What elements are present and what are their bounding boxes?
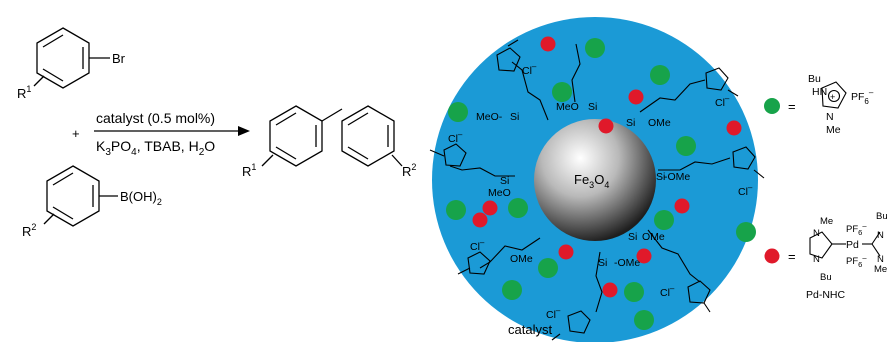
aryl-bromide-structure: Br R1 xyxy=(17,27,126,101)
pd-nhc-dot xyxy=(726,120,742,136)
methyl-stubs xyxy=(429,39,765,341)
ionic-liquid-dot xyxy=(736,222,756,242)
conditions-top: catalyst (0.5 mol%) xyxy=(96,110,215,126)
siloxane-label: -OMe xyxy=(614,257,640,269)
methyl-bottom-label: Me xyxy=(874,264,887,275)
legend-equals: = xyxy=(788,99,796,114)
siloxane-label: OMe xyxy=(648,117,671,129)
bromide-label: Br xyxy=(112,51,126,66)
pd-nhc-dot xyxy=(674,198,690,214)
legend-equals: = xyxy=(788,249,796,264)
ionic-liquid-dot xyxy=(508,198,528,218)
siloxane-label: Si xyxy=(598,257,607,269)
pd-nhc-dot xyxy=(472,212,488,228)
catalyst-caption: catalyst xyxy=(508,322,552,337)
siloxane-label: Si xyxy=(628,231,637,243)
pd-nhc-name: Pd-NHC xyxy=(806,289,846,301)
chloride-label: Cl– xyxy=(546,306,561,321)
siloxane-label: Si xyxy=(656,171,665,183)
pf6-label: PF6– xyxy=(851,88,874,106)
legend-red-dot xyxy=(764,248,780,264)
ionic-liquid-dot xyxy=(634,310,654,330)
pd-nhc-dot xyxy=(602,282,618,298)
ionic-liquid-dot xyxy=(538,258,558,278)
chloride-label: Cl– xyxy=(660,284,675,299)
legend-red: = Me Bu PF6– N Pd N N N PF6– Bu Me Pd-NH… xyxy=(764,211,888,301)
pf6-bottom-label: PF6– xyxy=(846,253,867,269)
pd-nhc-dot xyxy=(636,248,652,264)
butyl-bottom-label: Bu xyxy=(820,272,832,283)
ionic-liquid-dot xyxy=(552,82,572,102)
reaction-arrow xyxy=(94,126,250,136)
palladium-label: Pd xyxy=(846,239,859,251)
ionic-liquid-dot xyxy=(585,38,605,58)
core-label: Fe3O4 xyxy=(574,172,609,190)
n4-label: N xyxy=(877,254,884,265)
ionic-liquid-dot xyxy=(448,102,468,122)
chloride-counterions: Cl– Cl– Cl– Cl– Cl– Cl– Cl– xyxy=(448,62,753,321)
product-r2-label: R2 xyxy=(402,162,416,179)
pd-nhc-dot xyxy=(540,36,556,52)
plus-charge: + xyxy=(830,92,835,102)
product-r1-label: R1 xyxy=(242,162,256,179)
pd-nhc-dot xyxy=(482,200,498,216)
plus-sign: + xyxy=(72,126,80,141)
chloride-label: Cl– xyxy=(448,130,463,145)
ionic-liquid-dot xyxy=(650,65,670,85)
green-dots xyxy=(446,38,756,330)
ionic-liquid-dot xyxy=(502,280,522,300)
pd-nhc-dot xyxy=(628,89,644,105)
r2-label: R2 xyxy=(22,222,36,239)
n3-label: N xyxy=(813,254,820,265)
siloxane-label: OMe xyxy=(510,253,533,265)
chloride-label: Cl– xyxy=(470,238,485,253)
butyl-top-label: Bu xyxy=(876,211,888,222)
pf6-top-label: PF6– xyxy=(846,221,867,237)
pd-nhc-dot xyxy=(558,244,574,260)
n1-label: N xyxy=(813,228,820,239)
siloxane-label: -OMe xyxy=(664,171,690,183)
ionic-liquid-dot xyxy=(676,136,696,156)
siloxane-label: Si xyxy=(500,175,509,187)
boronic-acid-label: B(OH)2 xyxy=(120,189,162,207)
chloride-label: Cl– xyxy=(522,62,537,77)
siloxane-label: MeO xyxy=(556,101,579,113)
biaryl-product-structure: R1 R2 xyxy=(242,105,416,179)
tether-chains xyxy=(449,43,731,313)
red-dots xyxy=(472,36,742,298)
ionic-liquid-dot xyxy=(446,200,466,220)
butyl-label: Bu xyxy=(808,73,821,85)
siloxane-label: MeO xyxy=(488,187,511,199)
siloxane-label: OMe xyxy=(642,231,665,243)
fe3o4-core xyxy=(534,119,656,241)
ionic-liquid-dot xyxy=(654,210,674,230)
siloxane-label: Si xyxy=(510,111,519,123)
nh-label: HN xyxy=(812,86,827,98)
chloride-label: Cl– xyxy=(738,183,753,198)
legend-green: = + Bu HN PF6– N Me xyxy=(764,73,874,136)
pd-nhc-dot xyxy=(598,118,614,134)
imidazolium-units xyxy=(443,47,756,334)
methyl-label: Me xyxy=(826,124,841,136)
r1-label: R1 xyxy=(17,84,31,101)
siloxane-label: Si xyxy=(588,101,597,113)
legend-green-dot xyxy=(764,98,780,114)
chloride-label: Cl– xyxy=(715,94,730,109)
n-label: N xyxy=(826,111,834,123)
ionic-liquid-dot xyxy=(624,282,644,302)
siloxane-label: MeO- xyxy=(476,111,503,123)
siloxane-labels: MeO Si MeO- Si OMe Si MeO Si -OMe Si OMe… xyxy=(476,101,690,269)
conditions-bottom: K3PO4, TBAB, H2O xyxy=(96,138,215,158)
siloxane-label: Si xyxy=(626,117,635,129)
catalyst-nanoparticle: Cl– Cl– Cl– Cl– Cl– Cl– Cl– MeO Si MeO- … xyxy=(429,17,765,342)
aryl-boronic-acid-structure: B(OH)2 R2 xyxy=(22,165,162,239)
n2-label: N xyxy=(877,230,884,241)
methyl-top-label: Me xyxy=(820,216,833,227)
